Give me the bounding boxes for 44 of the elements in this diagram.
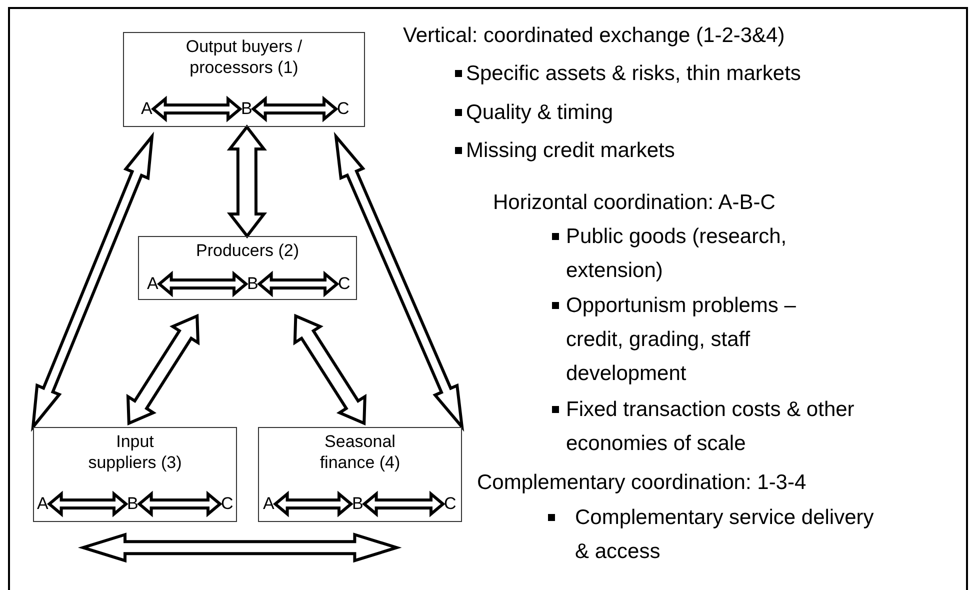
node-letter: B: [241, 99, 252, 119]
note-text: Fixed transaction costs & other economies of scale: [566, 397, 856, 457]
double-arrow: [334, 132, 464, 432]
box-title: Producers (2): [195, 240, 300, 261]
double-arrow: [272, 490, 354, 518]
node-letter: C: [444, 494, 456, 514]
process-box: [33, 427, 237, 522]
double-arrow: [256, 270, 340, 298]
double-arrow: [126, 314, 200, 426]
double-arrow: [78, 532, 402, 563]
node-letter: A: [37, 494, 48, 514]
note-text: Complementary service delivery & access: [575, 505, 875, 565]
process-box: [138, 236, 357, 300]
node-letter: B: [127, 494, 138, 514]
node-letter: C: [337, 99, 350, 119]
box-title: Input suppliers (3): [87, 431, 183, 473]
node-letter: A: [263, 494, 274, 514]
double-arrow: [293, 314, 366, 426]
node-letter: C: [221, 494, 234, 514]
note-text: Vertical: coordinated exchange (1-2-3&4): [403, 23, 786, 49]
double-arrow: [46, 490, 128, 518]
note-text: Missing credit markets: [466, 138, 676, 164]
process-box: [123, 32, 365, 127]
process-box: [258, 427, 462, 522]
box-title: Seasonal finance (4): [318, 431, 402, 473]
note-text: Quality & timing: [466, 100, 614, 126]
double-arrow: [150, 96, 242, 122]
node-letter: A: [141, 99, 152, 119]
double-arrow: [226, 124, 268, 238]
double-arrow: [136, 490, 222, 518]
double-arrow: [156, 270, 248, 298]
double-arrow: [362, 490, 446, 518]
note-text: Horizontal coordination: A-B-C: [493, 190, 776, 216]
double-arrow: [250, 96, 338, 122]
node-letter: A: [147, 274, 158, 294]
box-title: Output buyers / processors (1): [184, 36, 304, 78]
node-letter: C: [338, 274, 350, 294]
note-text: Specific assets & risks, thin markets: [466, 61, 802, 87]
double-arrow: [31, 132, 154, 432]
note-text: Public goods (research, extension): [566, 224, 788, 284]
note-text: Complementary coordination: 1-3-4: [477, 470, 808, 496]
node-letter: B: [247, 274, 258, 294]
note-text: Opportunism problems – credit, grading, staff development: [566, 293, 797, 387]
node-letter: B: [352, 494, 364, 514]
